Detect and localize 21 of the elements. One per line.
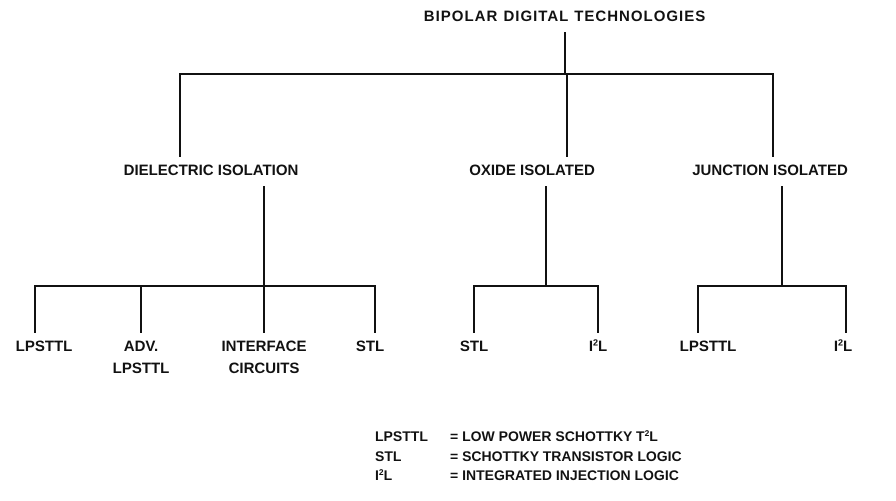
- category-label: DIELECTRIC ISOLATION: [124, 160, 298, 182]
- category-label: OXIDE ISOLATED: [469, 160, 595, 182]
- tree-connector: [263, 186, 376, 333]
- abbreviation: LPSTTL: [375, 427, 428, 445]
- category-label: LPSTTL: [680, 336, 736, 358]
- category-label: INTERFACE CIRCUITS: [214, 336, 314, 380]
- root-heading: BIPOLAR DIGITAL TECHNOLOGIES: [424, 6, 706, 28]
- category-label: I$^{2}$L: [588, 336, 608, 358]
- abbreviation-meaning: = SCHOTTKY TRANSISTOR LOGIC: [450, 447, 682, 465]
- category-label: STL: [356, 336, 384, 358]
- abbreviation-meaning: = LOW POWER SCHOTTKY T$^{2}$L: [450, 427, 658, 445]
- category-label: JUNCTION ISOLATED: [692, 160, 848, 182]
- tree-connector: [781, 186, 847, 333]
- category-label: LPSTTL: [16, 336, 72, 358]
- tree-connector: [564, 32, 774, 157]
- abbreviation: STL: [375, 447, 402, 465]
- category-label: ADV. LPSTTL: [106, 336, 176, 380]
- abbreviation: I$^{2}$L: [375, 466, 392, 484]
- category-label: I$^{2}$L: [834, 336, 852, 358]
- abbreviation-meaning: = INTEGRATED INJECTION LOGIC: [450, 466, 679, 484]
- category-label: STL: [460, 336, 488, 358]
